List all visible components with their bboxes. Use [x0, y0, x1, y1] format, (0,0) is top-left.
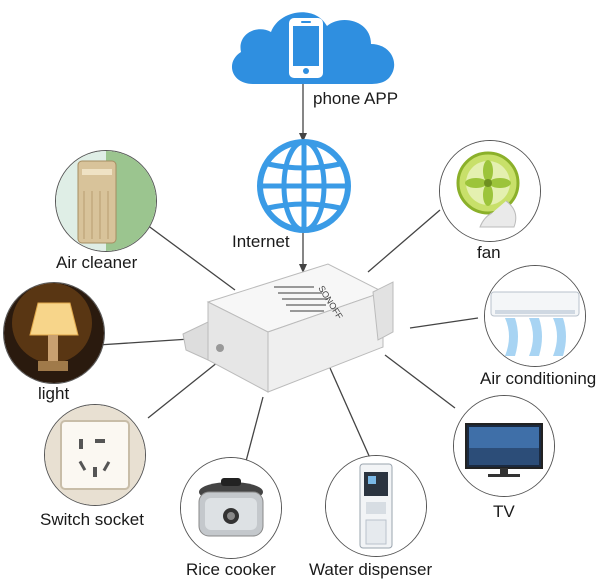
label-air-conditioning: Air conditioning [480, 369, 597, 388]
label-air-cleaner: Air cleaner [56, 253, 138, 272]
line-fan [367, 209, 441, 273]
label-phone-app: phone APP [313, 89, 399, 108]
globe-icon [257, 139, 351, 233]
line-rice-cooker [244, 396, 264, 466]
line-water-dispenser [329, 367, 371, 459]
light-image [3, 282, 105, 384]
label-fan: fan [477, 243, 501, 262]
fan-image [439, 140, 541, 242]
line-tv [384, 354, 456, 409]
line-air-cleaner [142, 221, 236, 291]
label-light: light [38, 384, 70, 403]
tv-image [453, 395, 555, 497]
label-tv: TV [493, 502, 515, 521]
water-dispenser-image [325, 455, 427, 557]
label-water-dispenser: Water dispenser [309, 560, 433, 579]
label-switch-socket: Switch socket [40, 510, 144, 529]
rice-cooker-image [180, 457, 282, 559]
label-internet: Internet [232, 232, 290, 251]
line-switch-socket [147, 361, 219, 419]
switch-socket-image [44, 404, 146, 506]
phone-icon [289, 18, 323, 78]
smart-switch-device: SONOFF [182, 263, 394, 393]
line-air-conditioning [409, 317, 479, 329]
air-conditioning-image [484, 265, 586, 367]
cloud-icon [231, 12, 395, 84]
air-cleaner-image [55, 150, 157, 252]
label-rice-cooker: Rice cooker [186, 560, 276, 579]
